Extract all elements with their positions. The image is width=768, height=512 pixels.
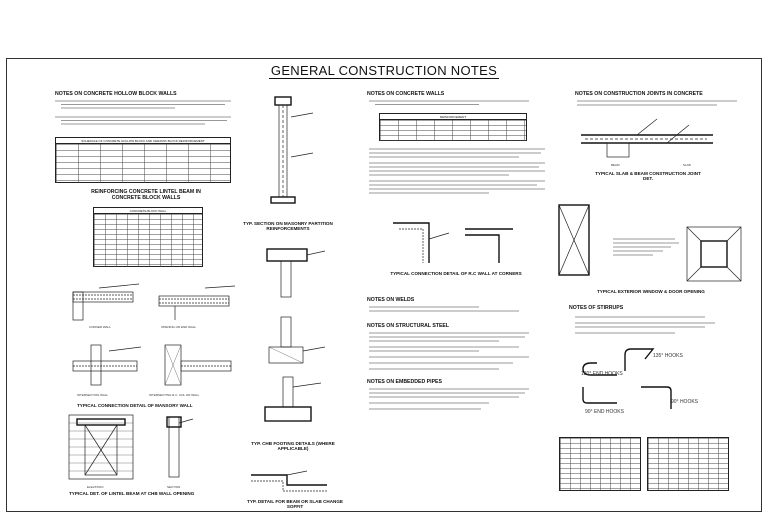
slab-beam-joint-drawing xyxy=(581,118,713,158)
hook-schedule-table-right xyxy=(647,437,729,491)
chb-section-drawing xyxy=(166,416,194,478)
hook-180-label: 180° END HOOKS xyxy=(581,371,623,377)
text-lines xyxy=(369,388,529,410)
table-caption: SCHEDULE OF CONCRETE HOLLOW BLOCK AND CE… xyxy=(56,138,230,144)
intersecting-col-detail xyxy=(164,344,232,386)
table-grid xyxy=(648,438,728,490)
concrete-walls-notes-block xyxy=(369,147,545,197)
partition-base-detail xyxy=(268,316,326,364)
chb-footing-label: TYP. CHB FOOTING DETAILS (WHERE APPLICAB… xyxy=(251,441,335,451)
construction-joints-note xyxy=(577,99,737,109)
structural-steel-heading: NOTES ON STRUCTURAL STEEL xyxy=(367,323,450,329)
soffit-detail-label: TYP. DETAIL FOR BEAM OR SLAB CHANGE SOFF… xyxy=(247,499,343,509)
table-grid xyxy=(94,214,202,267)
text-lines xyxy=(369,332,529,370)
chb-elevation-drawing xyxy=(68,414,134,480)
slab-beam-joint-label: TYPICAL SLAB & BEAM CONSTRUCTION JOINT D… xyxy=(595,171,701,181)
hook-90-drawing xyxy=(641,386,672,409)
corner-wall-detail xyxy=(72,283,140,321)
chb-footing-drawing xyxy=(264,376,322,422)
lintel-table: CONCRETE BLOCK WALL xyxy=(93,207,203,267)
text-lines xyxy=(577,100,737,106)
text-lines xyxy=(369,100,529,105)
opening-wall-detail xyxy=(158,285,236,320)
elevation-label: ELEVATION xyxy=(87,485,104,489)
intersecting-col-label: INTERSECTING R.C. COL OR WALL xyxy=(149,393,200,397)
typical-connection-masonry-label: TYPICAL CONNECTION DETAIL OF MANSORY WAL… xyxy=(77,403,193,408)
reinforcement-schedule-table: SCHEDULE OF CONCRETE HOLLOW BLOCK AND CE… xyxy=(55,137,231,183)
window-corner-reinforcement xyxy=(686,226,742,282)
concrete-walls-heading: NOTES ON CONCRETE WALLS xyxy=(367,91,445,97)
table-grid xyxy=(560,438,640,490)
concrete-wall-reinforcement-table: REINFORCEMENT xyxy=(379,113,527,141)
hook-schedule-table-left xyxy=(559,437,641,491)
corner-wall-label: CORNER WALL xyxy=(89,325,111,329)
window-opening-notes xyxy=(613,237,679,259)
hook-135-drawing xyxy=(624,348,655,371)
beam-label: BEAM xyxy=(611,163,620,167)
sheet-title: GENERAL CONSTRUCTION NOTES xyxy=(268,63,500,79)
window-door-label: TYPICAL EXTERIOR WINDOW & DOOR OPENING xyxy=(597,289,705,294)
structural-steel-notes xyxy=(369,331,529,375)
hollow-block-heading: NOTES ON CONCRETE HOLLOW BLOCK WALLS xyxy=(55,91,177,97)
hollow-block-note-2 xyxy=(55,115,231,129)
rc-wall-corner-drawing xyxy=(393,222,513,263)
concrete-walls-note xyxy=(369,99,529,107)
section-label: SECTION xyxy=(167,485,181,489)
hook-90-left-drawing xyxy=(582,387,617,404)
opening-wall-label: OPENING OR END WALL xyxy=(161,325,197,329)
hook-90-left-label: 90° END HOOKS xyxy=(585,409,624,415)
table-grid xyxy=(56,144,230,183)
table-grid xyxy=(380,120,526,141)
lintel-chb-label: TYPICAL DET. OF LINTEL BEAM AT CHB WALL … xyxy=(69,491,195,496)
hollow-block-note-1 xyxy=(55,99,231,113)
table-caption: CONCRETE BLOCK WALL xyxy=(94,208,202,214)
text-lines xyxy=(55,116,231,125)
masonry-partition-label: TYP. SECTION ON MASONRY PARTITION REINFO… xyxy=(243,221,333,231)
embedded-pipes-heading: NOTES ON EMBEDDED PIPES xyxy=(367,379,442,385)
drawing-sheet: GENERAL CONSTRUCTION NOTES NOTES ON CONC… xyxy=(6,58,762,512)
partition-top-detail xyxy=(266,248,326,298)
text-lines xyxy=(613,238,679,256)
soffit-detail-drawing xyxy=(251,470,327,492)
stirrups-heading: NOTES OF STIRRUPS xyxy=(569,305,624,311)
text-lines xyxy=(369,148,545,194)
lintel-heading: REINFORCING CONCRETE LINTEL BEAM IN CONC… xyxy=(91,189,201,201)
intersection-wall-label: INTERSECTION WALL xyxy=(77,393,109,397)
hook-180-drawing xyxy=(582,362,617,376)
construction-joints-heading: NOTES ON CONSTRUCTION JOINTS IN CONCRETE xyxy=(575,91,703,97)
text-lines xyxy=(55,100,231,109)
hook-135-label: 135° HOOKS xyxy=(653,353,683,359)
slab-label: SLAB xyxy=(683,163,691,167)
welds-heading: NOTES ON WELDS xyxy=(367,297,415,303)
hook-90-right-label: 90° HOOKS xyxy=(671,399,699,405)
intersection-wall-detail xyxy=(72,344,142,386)
embedded-pipes-notes xyxy=(369,387,529,417)
welds-notes xyxy=(369,305,519,315)
table-caption: REINFORCEMENT xyxy=(380,114,526,120)
masonry-partition-section xyxy=(270,96,314,204)
text-lines xyxy=(369,306,519,312)
window-opening-elevation xyxy=(558,204,590,276)
stirrups-notes xyxy=(575,315,715,337)
text-lines xyxy=(575,316,715,334)
rc-wall-corners-label: TYPICAL CONNECTION DETAIL OF R.C WALL AT… xyxy=(390,271,522,276)
